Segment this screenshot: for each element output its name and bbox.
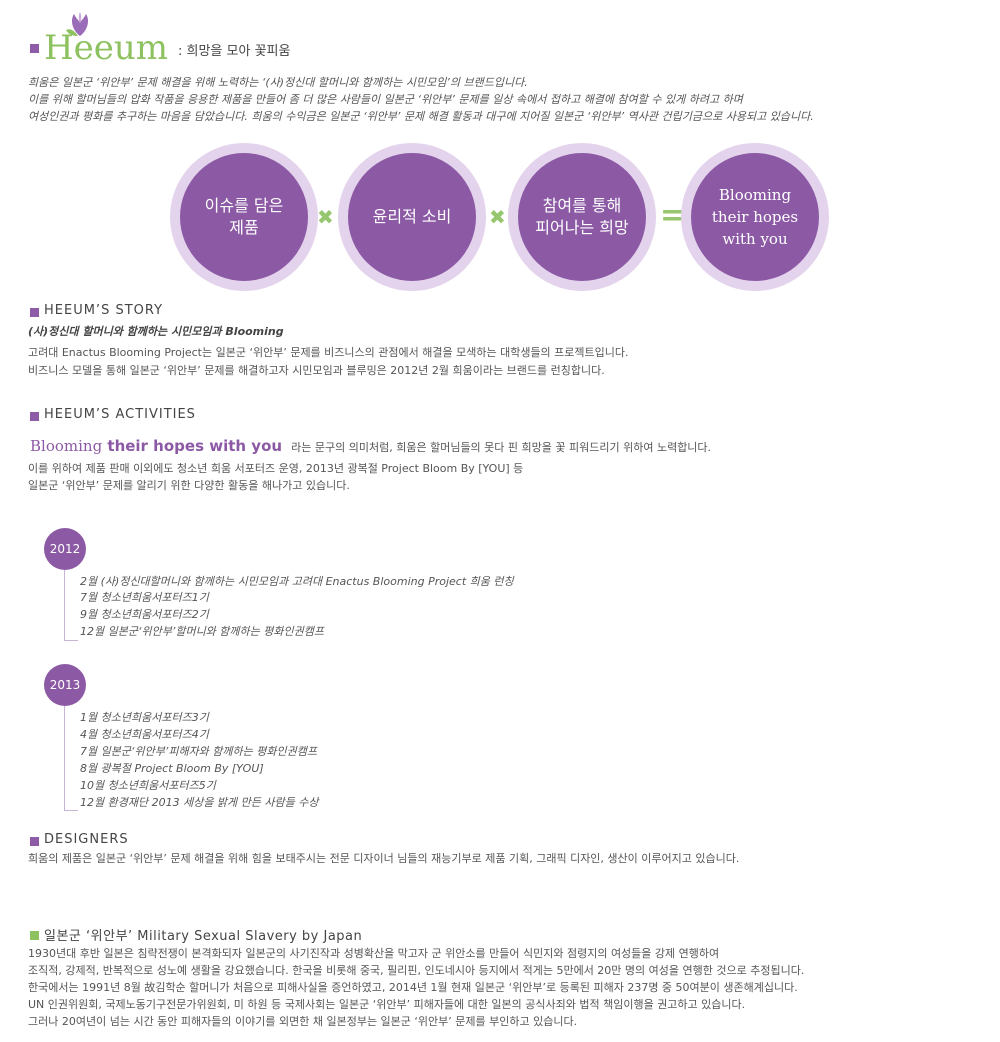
circle-inner: Blooming their hopes with you xyxy=(691,153,819,281)
circle-text: Blooming xyxy=(718,186,792,204)
section-bullet xyxy=(30,308,39,317)
equals-icon: = xyxy=(660,198,686,233)
activities-title: HEEUM’S ACTIVITIES xyxy=(44,407,196,422)
slogan-rest: their hopes with you xyxy=(102,437,283,455)
timeline-item: 8월 광복절 Project Bloom By [YOU] xyxy=(80,762,264,775)
timeline-line xyxy=(64,570,65,640)
multiply-icon: ✖ xyxy=(317,205,334,229)
story-subtitle: (사)정신대 할머니와 함께하는 시민모임과 Blooming xyxy=(28,325,284,338)
timeline-tick xyxy=(64,810,78,811)
timeline-item: 9월 청소년희움서포터즈2기 xyxy=(80,608,209,621)
circle-text: with you xyxy=(722,230,788,248)
timeline-item: 4월 청소년희움서포터즈4기 xyxy=(80,728,209,741)
activities-line-3: 일본군 ‘위안부’ 문제를 알리기 위한 다양한 활동을 해나가고 있습니다. xyxy=(28,479,350,492)
story-line-2: 비즈니스 모델을 통해 일본군 ‘위안부’ 문제를 해결하고자 시민모임과 블루… xyxy=(28,364,605,377)
section-bullet xyxy=(30,837,39,846)
logo-text: Heeum xyxy=(44,28,169,68)
timeline-item: 7월 청소년희움서포터즈1기 xyxy=(80,591,209,604)
military-line-1: 1930년대 후반 일본은 침략전쟁이 본격화되자 일본군의 사기진작과 성병확… xyxy=(28,947,720,960)
concept-circle-consumption: 윤리적 소비 xyxy=(338,143,486,291)
slogan: Blooming their hopes with you 라는 문구의 의미처… xyxy=(30,436,711,455)
year-badge-2012: 2012 xyxy=(44,528,86,570)
intro-line-3: 여성인권과 평화를 추구하는 마음을 담았습니다. 희움의 수익금은 일본군 ‘… xyxy=(28,110,814,123)
circle-text: their hopes xyxy=(711,208,799,226)
designers-title: DESIGNERS xyxy=(44,832,129,847)
slogan-blooming: Blooming xyxy=(30,437,103,455)
timeline-item: 7월 일본군‘위안부’피해자와 함께하는 평화인권캠프 xyxy=(80,745,317,758)
circle-text: 참여를 통해 xyxy=(542,196,622,215)
circle-text: 제품 xyxy=(229,218,259,237)
circle-inner: 윤리적 소비 xyxy=(348,153,476,281)
circle-text: 이슈를 담은 xyxy=(204,196,284,215)
circle-text: 윤리적 소비 xyxy=(372,207,452,226)
concept-circle-blooming: Blooming their hopes with you xyxy=(681,143,829,291)
section-bullet xyxy=(30,931,39,940)
tulip-icon xyxy=(66,12,88,36)
timeline-item: 1월 청소년희움서포터즈3기 xyxy=(80,711,209,724)
section-bullet xyxy=(30,412,39,421)
timeline-item: 12월 일본군‘위안부’할머니와 함께하는 평화인권캠프 xyxy=(80,625,324,638)
military-line-4: UN 인권위원회, 국제노동기구전문가위원회, 미 하원 등 국제사회는 일본군… xyxy=(28,998,746,1011)
timeline-item: 2월 (사)정신대할머니와 함께하는 시민모임과 고려대 Enactus Blo… xyxy=(80,575,514,588)
military-line-5: 그러나 20여년이 넘는 시간 동안 피해자들의 이야기를 외면한 채 일본정부… xyxy=(28,1015,578,1028)
logo: Heeum xyxy=(44,10,184,68)
intro-line-2: 이를 위해 할머님들의 압화 작품을 응용한 제품을 만들어 좀 더 많은 사람… xyxy=(28,93,743,106)
designers-line: 희움의 제품은 일본군 ‘위안부’ 문제 해결을 위해 힘을 보태주시는 전문 … xyxy=(28,852,740,865)
timeline-item: 10월 청소년희움서포터즈5기 xyxy=(80,779,216,792)
multiply-icon: ✖ xyxy=(489,205,506,229)
military-line-2: 조직적, 강제적, 반복적으로 성노예 생활을 강요했습니다. 한국을 비롯해 … xyxy=(28,964,805,977)
circle-text: 피어나는 희망 xyxy=(535,218,629,237)
military-title: 일본군 ‘위안부’ Military Sexual Slavery by Jap… xyxy=(44,929,363,944)
intro-line-1: 희움은 일본군 ‘위안부’ 문제 해결을 위해 노력하는 ‘(사)정신대 할머니… xyxy=(28,76,528,89)
activities-line-2: 이를 위하여 제품 판매 이외에도 청소년 희움 서포터즈 운영, 2013년 … xyxy=(28,462,524,475)
timeline-line xyxy=(64,706,65,810)
timeline-tick xyxy=(64,640,78,641)
story-title: HEEUM’S STORY xyxy=(44,303,164,318)
tagline: : 희망을 모아 꽃피움 xyxy=(178,44,291,59)
activities-line-1: 라는 문구의 의미처럼, 희움은 할머님들의 못다 핀 희망을 꽃 피워드리기 … xyxy=(291,441,712,454)
year-badge-2013: 2013 xyxy=(44,664,86,706)
section-bullet xyxy=(30,44,39,53)
timeline-item: 12월 환경재단 2013 세상을 밝게 만든 사람들 수상 xyxy=(80,796,319,809)
military-line-3: 한국에서는 1991년 8월 故김학순 할머니가 처음으로 피해사실을 증언하였… xyxy=(28,981,798,994)
story-line-1: 고려대 Enactus Blooming Project는 일본군 ‘위안부’ … xyxy=(28,346,629,359)
